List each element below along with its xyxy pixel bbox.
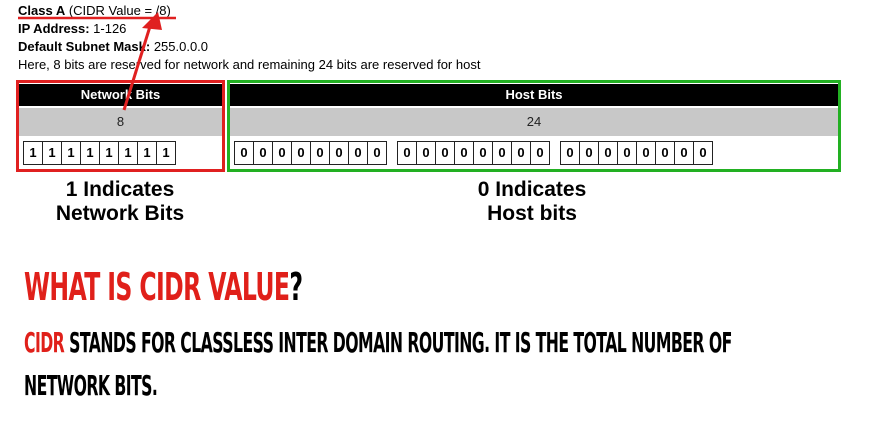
host-note-line1: 0 Indicates <box>477 178 587 201</box>
host-note: 0 Indicates Host bits <box>432 178 632 226</box>
class-label: Class A <box>18 3 66 18</box>
host-bit: 0 <box>368 141 387 165</box>
host-bit: 0 <box>512 141 531 165</box>
host-note-line2: Host bits <box>487 202 577 225</box>
ip-line: IP Address: 1-126 <box>18 21 126 36</box>
title-text: What is CIDR Value <box>24 265 290 309</box>
network-bit: 1 <box>119 141 138 165</box>
network-bit: 1 <box>100 141 119 165</box>
host-bit: 0 <box>254 141 273 165</box>
host-bit: 0 <box>330 141 349 165</box>
network-bits-frame <box>16 80 225 172</box>
host-bit: 0 <box>618 141 637 165</box>
ip-label: IP Address: <box>18 21 90 36</box>
host-bit: 0 <box>292 141 311 165</box>
host-bit: 0 <box>560 141 580 165</box>
host-bit: 0 <box>694 141 713 165</box>
host-bit: 0 <box>580 141 599 165</box>
title-question-mark: ? <box>289 265 303 309</box>
host-bit: 0 <box>455 141 474 165</box>
bits-description: Here, 8 bits are reserved for network an… <box>18 57 481 72</box>
host-bits-count: 24 <box>230 108 838 136</box>
arrow-head <box>142 12 162 30</box>
host-bit: 0 <box>436 141 455 165</box>
class-value: (CIDR Value = /8) <box>68 3 171 18</box>
network-note-line1: 1 Indicates <box>65 178 175 201</box>
host-bit: 0 <box>637 141 656 165</box>
host-bit: 0 <box>417 141 436 165</box>
network-bit: 1 <box>23 141 43 165</box>
host-bit: 0 <box>675 141 694 165</box>
class-line: Class A (CIDR Value = /8) <box>18 3 171 18</box>
host-bit: 0 <box>474 141 493 165</box>
network-note: 1 Indicates Network Bits <box>20 178 220 226</box>
host-bit: 0 <box>349 141 368 165</box>
network-bit: 1 <box>62 141 81 165</box>
host-bit: 0 <box>311 141 330 165</box>
host-bit: 0 <box>273 141 292 165</box>
host-bits-frame <box>227 80 841 172</box>
network-bits-count: 8 <box>19 108 222 136</box>
definition-line2: network bits. <box>24 369 158 402</box>
network-bits-header: Network Bits <box>19 84 222 106</box>
host-bits-header: Host Bits <box>230 84 838 106</box>
host-bit: 0 <box>397 141 417 165</box>
definition-term: CIDR <box>24 326 65 359</box>
host-bit: 0 <box>656 141 675 165</box>
host-bit: 0 <box>493 141 512 165</box>
definition-line1: CIDR stands for Classless Inter Domain R… <box>24 326 732 359</box>
host-bit: 0 <box>599 141 618 165</box>
network-bit: 1 <box>43 141 62 165</box>
mask-line: Default Subnet Mask: 255.0.0.0 <box>18 39 208 54</box>
mask-label: Default Subnet Mask: <box>18 39 151 54</box>
network-note-line2: Network Bits <box>55 202 185 225</box>
host-bit: 0 <box>531 141 550 165</box>
definition-text: stands for Classless Inter Domain Routin… <box>64 326 732 359</box>
ip-value: 1-126 <box>93 21 127 36</box>
network-bit: 1 <box>81 141 100 165</box>
arrow-shaft <box>122 19 154 111</box>
mask-value: 255.0.0.0 <box>153 39 209 54</box>
network-bit: 1 <box>138 141 157 165</box>
page-title: What is CIDR Value? <box>24 265 303 309</box>
network-bit: 1 <box>157 141 176 165</box>
host-bit: 0 <box>234 141 254 165</box>
